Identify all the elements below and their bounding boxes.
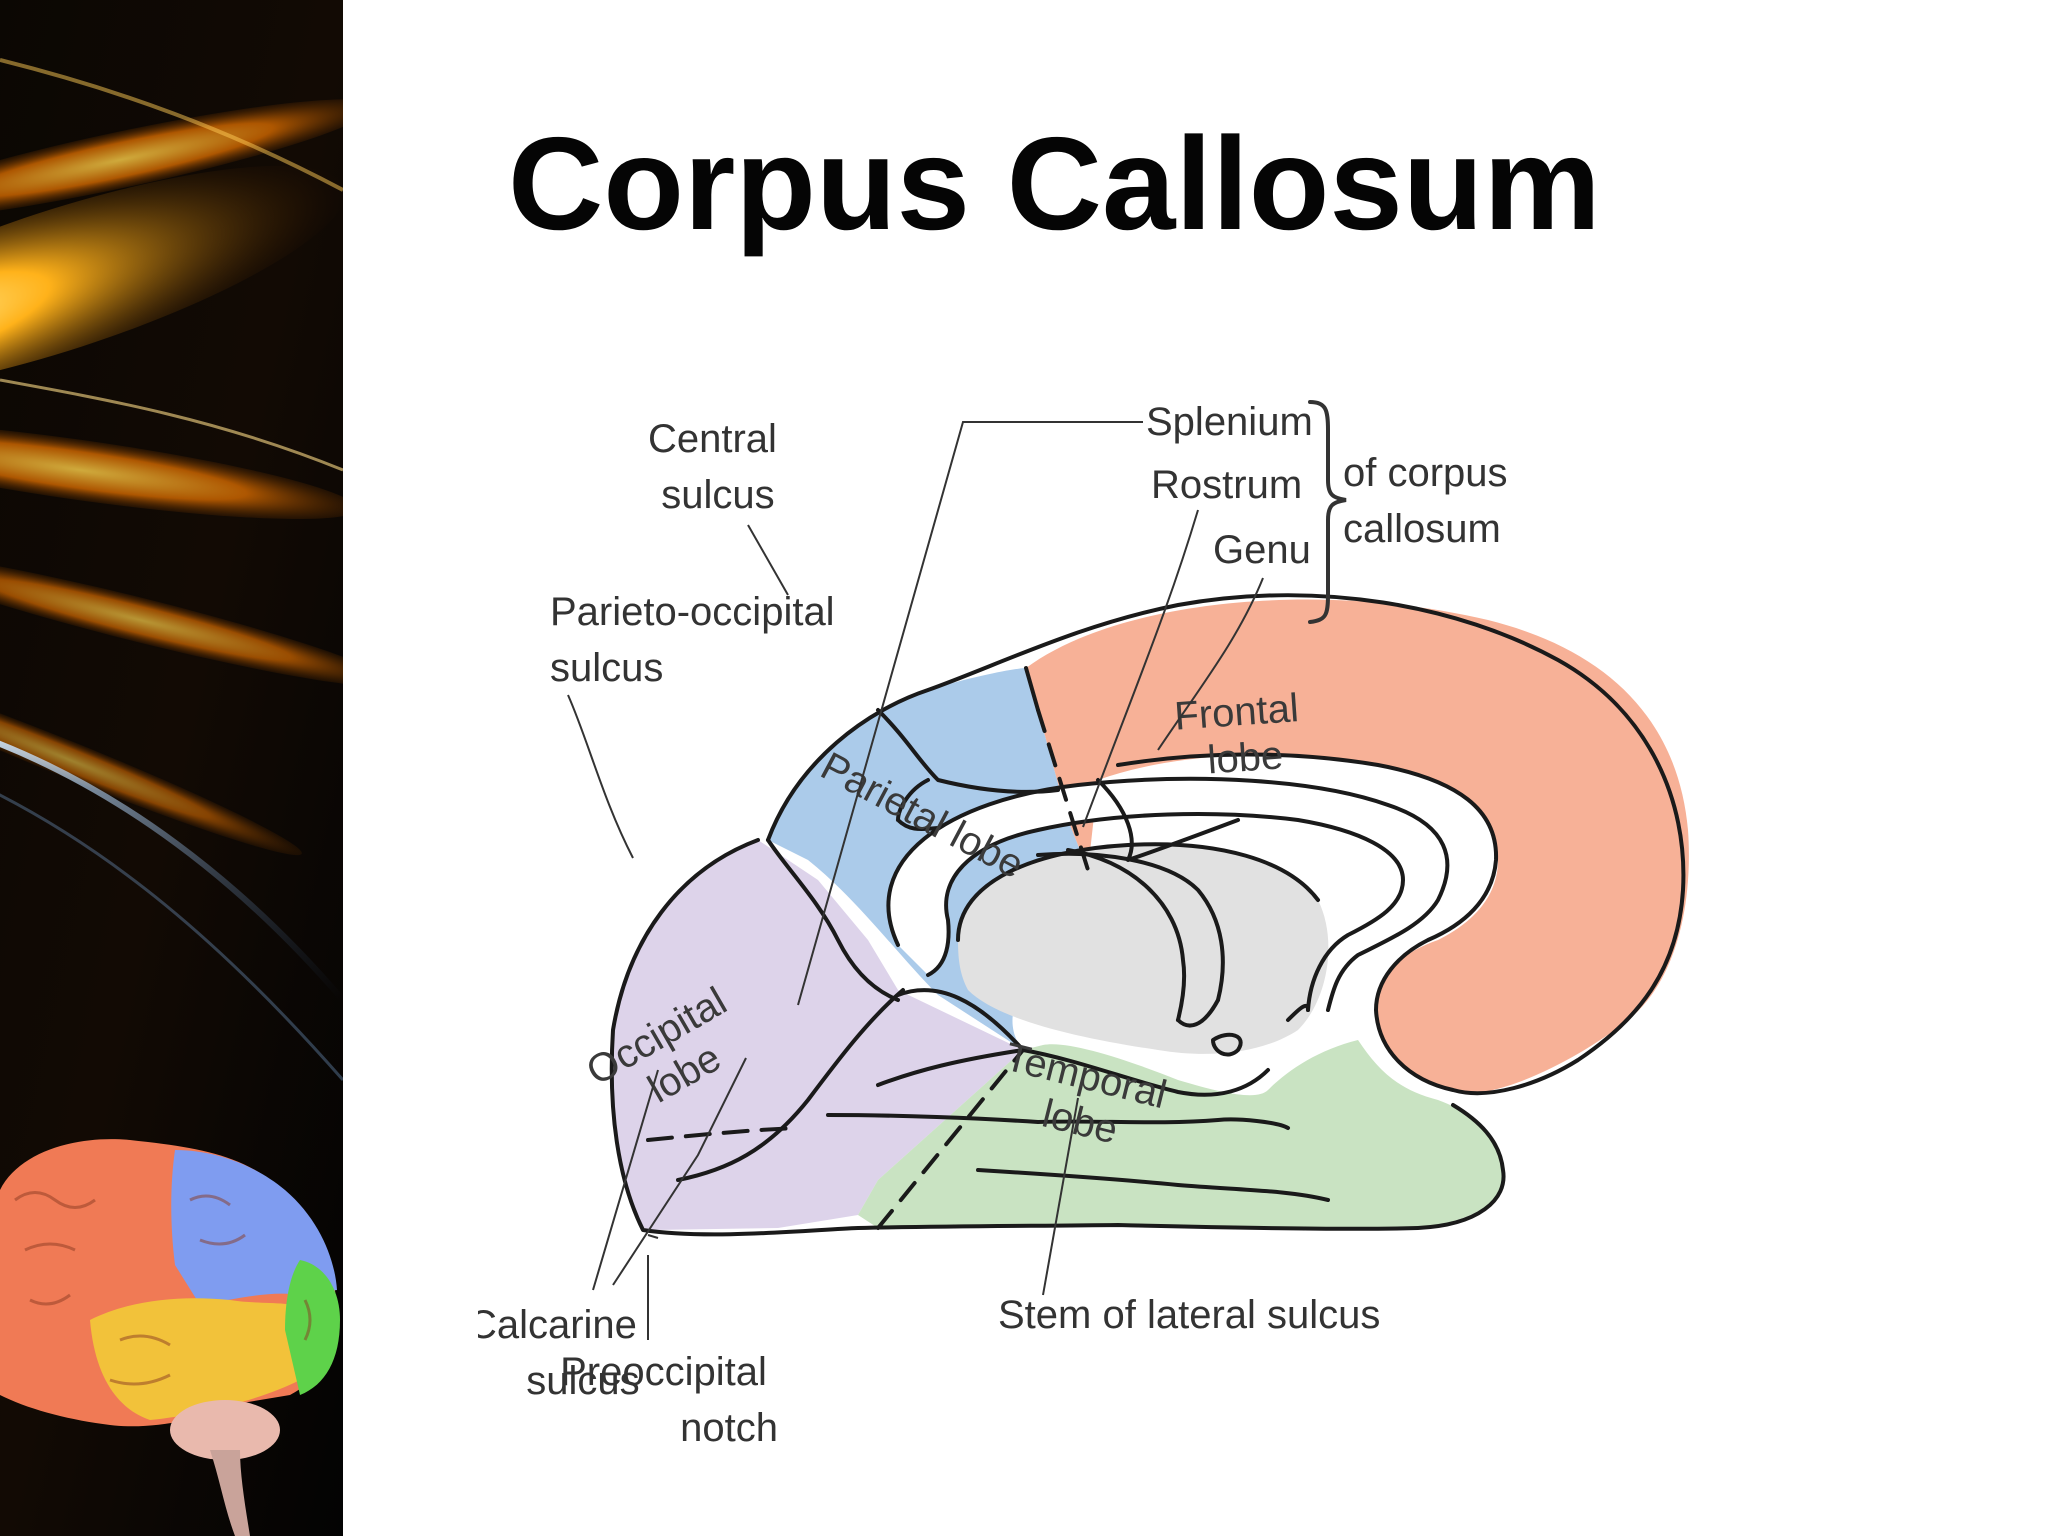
frontal-lobe-region [1026, 599, 1689, 1093]
rostrum-label: Rostrum [1151, 463, 1302, 507]
brain-medial-view-diagram: Frontal lobe Parietal lobe Occipital lob… [478, 380, 1958, 1480]
decorative-side-strip [0, 0, 343, 1536]
preoccipital-notch-label-line-1: Preoccipital [560, 1350, 767, 1394]
parieto-occipital-sulcus-label-line-2: sulcus [550, 646, 663, 690]
brain-illustration-icon [0, 1139, 340, 1536]
central-sulcus-label-line-2: sulcus [661, 473, 774, 517]
frontal-lobe-label-line-1: Frontal [1173, 686, 1300, 739]
genu-label: Genu [1213, 528, 1311, 572]
temporal-lobe-region [858, 1040, 1504, 1229]
parieto-occipital-sulcus-label-line-1: Parieto-occipital [550, 590, 835, 634]
frontal-lobe-label-line-2: lobe [1206, 733, 1285, 782]
curly-brace [1308, 400, 1347, 624]
stem-lateral-sulcus-label: Stem of lateral sulcus [998, 1293, 1380, 1337]
corpus-callosum-group-label-line-2: callosum [1343, 507, 1501, 551]
calcarine-sulcus-label-line-1: Calcarine [478, 1303, 637, 1347]
corpus-callosum-group-label: of corpus callosum [1343, 451, 1519, 551]
callout-leader-lines [567, 421, 1264, 1340]
calcarine-sulcus-label: Calcarine sulcus [478, 1303, 648, 1403]
parieto-occipital-sulcus-label: Parieto-occipital sulcus [550, 590, 846, 690]
brain-diagram-svg: Frontal lobe Parietal lobe Occipital lob… [478, 400, 1689, 1450]
slide-title: Corpus Callosum [508, 110, 1601, 257]
central-sulcus-label: Central sulcus [648, 417, 788, 517]
frontal-lobe-label: Frontal lobe [1173, 685, 1315, 784]
light-streaks-art [0, 0, 343, 1536]
occipital-lobe-region [611, 840, 1023, 1230]
preoccipital-notch-label: Preoccipital notch [560, 1350, 778, 1450]
thalamus-region [958, 844, 1329, 1054]
central-sulcus-label-line-1: Central [648, 417, 777, 461]
corpus-callosum-group-label-line-1: of corpus [1343, 451, 1508, 495]
preoccipital-notch-label-line-2: notch [680, 1406, 778, 1450]
splenium-label: Splenium [1146, 400, 1313, 444]
calcarine-sulcus-label-line-2: sulcus [526, 1359, 639, 1403]
